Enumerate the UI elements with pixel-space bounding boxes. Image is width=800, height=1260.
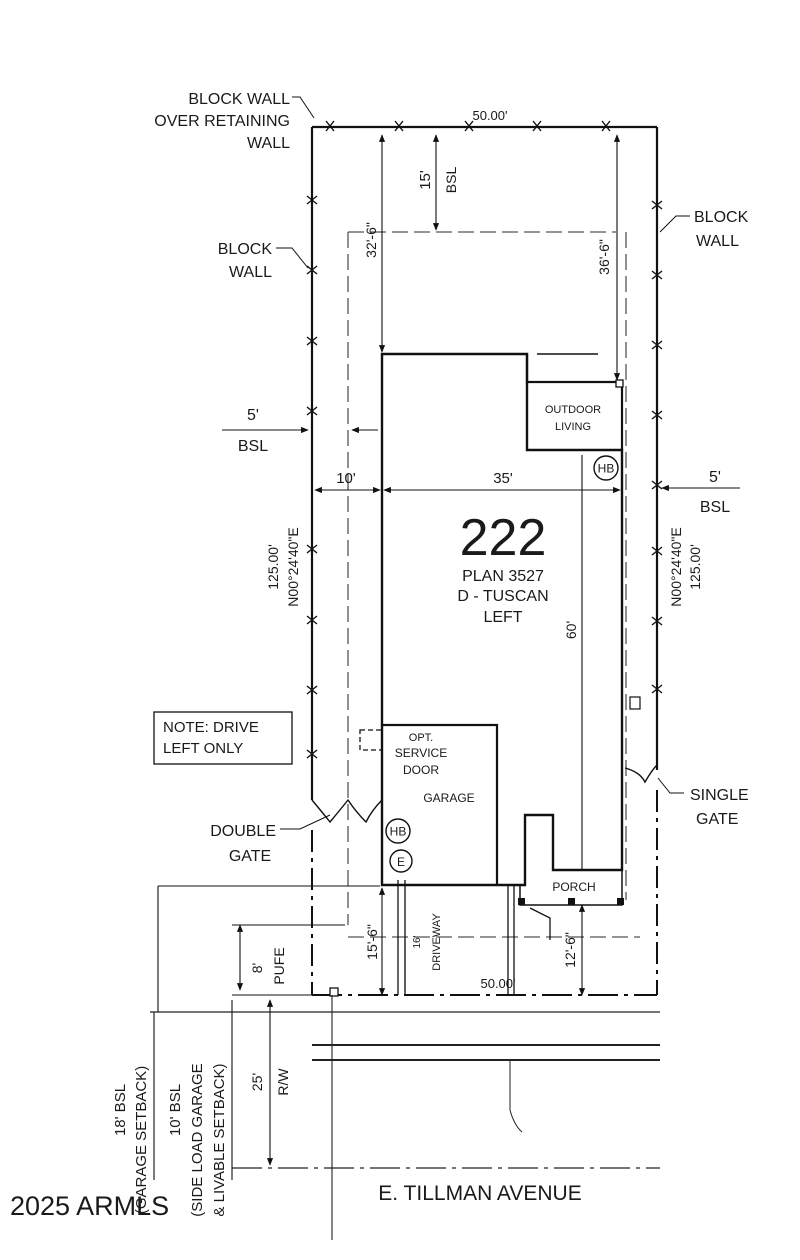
single-gate-label-2: GATE: [696, 811, 738, 828]
note-line-2: LEFT ONLY: [163, 740, 243, 757]
bottom-frontage-dim: 50.00': [480, 976, 515, 991]
right-length-dim: 125.00': [687, 544, 703, 590]
left-rear-setback-dim: 32'-6": [363, 222, 379, 258]
rw-label: R/W: [275, 1068, 291, 1096]
right-bsl-label: BSL: [700, 499, 730, 516]
plan-number: PLAN 3527: [462, 568, 544, 585]
porch-label: PORCH: [552, 880, 595, 894]
right-rear-setback-dim: 36'-6": [596, 239, 612, 275]
bsl-18-label: 18' BSL: [112, 1084, 129, 1136]
dimension-labels: 50.00' 50.00' 15' BSL 32'-6" 36'-6" 10' …: [249, 108, 703, 1096]
label-block-wall-over-retaining-2: OVER RETAINING: [154, 113, 290, 130]
front-setback-right-dim: 12'-6": [562, 932, 578, 968]
garage-setback-label: (GARAGE SETBACK): [133, 1066, 150, 1214]
double-gate-label-1: DOUBLE: [210, 823, 276, 840]
street-name: E. TILLMAN AVENUE: [378, 1182, 581, 1205]
hose-bib-front-icon: [385, 818, 411, 844]
left-bsl-label: BSL: [238, 438, 268, 455]
elevation-label: D - TUSCAN: [457, 588, 548, 605]
left-side-offset-dim: 10': [336, 470, 356, 487]
pufe-depth-dim: 8': [249, 963, 265, 973]
orientation-label: LEFT: [483, 609, 522, 626]
double-gate: [311, 798, 383, 824]
setback-lines: [347, 231, 640, 938]
lot-number: 222: [460, 509, 547, 567]
house-width-dim: 35': [493, 470, 513, 487]
rear-bsl-dim: 15': [417, 170, 434, 190]
property-boundary: [310, 125, 659, 996]
hose-bib-rear-icon: [593, 455, 619, 481]
street-lines: [150, 995, 660, 1240]
e-label: E: [397, 855, 405, 869]
note-line-1: NOTE: DRIVE: [163, 719, 259, 736]
hb-rear-label: HB: [598, 462, 615, 476]
electric-meter-icon: [389, 849, 413, 873]
note-box: NOTE: DRIVE LEFT ONLY: [153, 711, 293, 765]
outdoor-living-label-1: OUTDOOR: [545, 404, 601, 416]
label-block-wall-right-1: BLOCK: [694, 209, 749, 226]
gate-labels: DOUBLE GATE SINGLE GATE: [210, 787, 748, 865]
pufe-label: PUFE: [271, 947, 287, 984]
top-frontage-dim: 50.00': [472, 108, 507, 123]
double-gate-label-2: GATE: [229, 848, 271, 865]
house-depth-dim: 60': [563, 621, 579, 639]
single-gate: [624, 764, 658, 784]
left-bearing-dim: N00°24'40"E: [285, 527, 301, 606]
side-load-garage-label: (SIDE LOAD GARAGE: [189, 1063, 206, 1216]
setback-notes: 18' BSL (GARAGE SETBACK) 10' BSL (SIDE L…: [112, 1063, 228, 1216]
setback-labels: 5' BSL 5' BSL: [238, 407, 730, 516]
single-gate-label-1: SINGLE: [690, 787, 749, 804]
front-setback-left-dim: 15'-6": [364, 924, 380, 960]
left-bsl-value: 5': [247, 407, 259, 424]
opt-service-door-label-2: SERVICE: [395, 746, 447, 760]
copyright-watermark: 2025 ARMLS: [10, 1191, 169, 1221]
opt-service-door-label-3: DOOR: [403, 763, 439, 777]
leader-lines: [276, 96, 690, 830]
rw-depth-dim: 25': [249, 1073, 265, 1091]
label-block-wall-right-2: WALL: [696, 233, 739, 250]
garage-label: GARAGE: [423, 791, 474, 805]
right-bsl-value: 5': [709, 469, 721, 486]
dimension-lines: [153, 134, 740, 1180]
fixture-markers: HB HB E: [385, 455, 619, 873]
wall-marks: [306, 120, 663, 759]
right-bearing-dim: N00°24'40"E: [668, 527, 684, 606]
label-block-wall-over-retaining-1: BLOCK WALL: [188, 91, 290, 108]
driveway-width-dim: 16': [412, 935, 423, 948]
label-block-wall-left-1: BLOCK: [218, 241, 273, 258]
opt-service-door-label-1: OPT.: [409, 732, 433, 744]
room-labels: OUTDOOR LIVING OPT. SERVICE DOOR GARAGE …: [395, 404, 601, 894]
driveway-label: DRIVEWAY: [431, 913, 443, 971]
hb-front-label: HB: [390, 825, 407, 839]
wall-labels: BLOCK WALL OVER RETAINING WALL BLOCK WAL…: [154, 91, 748, 281]
lot-info: 222 PLAN 3527 D - TUSCAN LEFT: [457, 509, 548, 626]
rear-bsl-label: BSL: [443, 167, 459, 194]
left-length-dim: 125.00': [265, 544, 281, 590]
livable-setback-label: & LIVABLE SETBACK): [211, 1063, 228, 1216]
label-block-wall-over-retaining-3: WALL: [247, 135, 290, 152]
driveway-lines: [329, 880, 515, 997]
outdoor-living-label-2: LIVING: [555, 421, 591, 433]
label-block-wall-left-2: WALL: [229, 264, 272, 281]
house-footprint: [359, 352, 641, 940]
bsl-10-label: 10' BSL: [167, 1084, 184, 1136]
